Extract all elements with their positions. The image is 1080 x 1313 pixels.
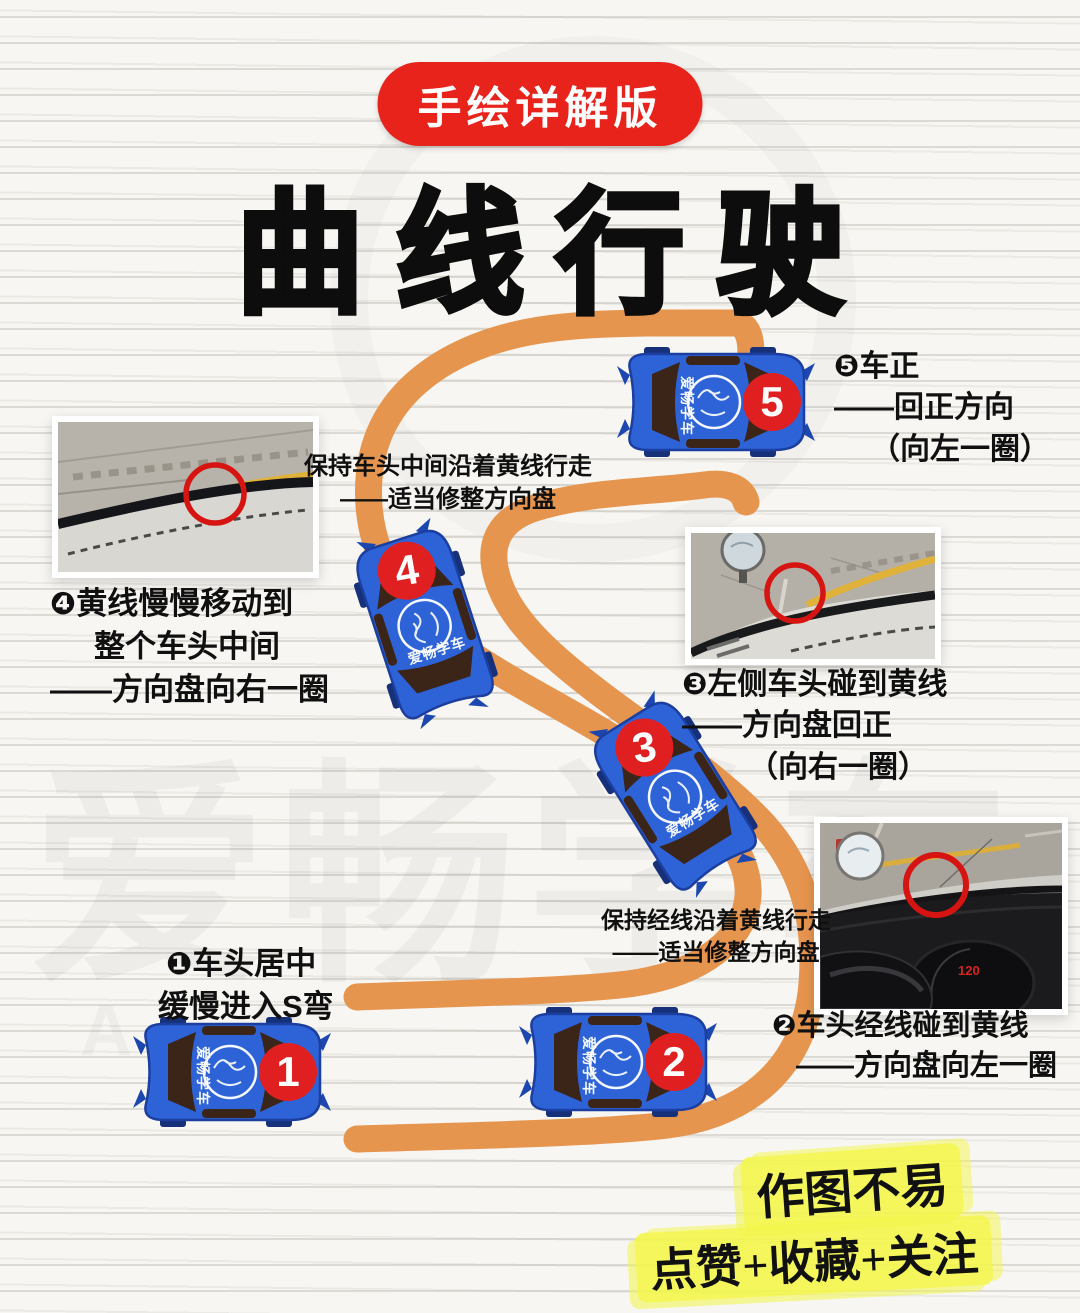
svg-text:爱畅学车: 爱畅学车 [581,1036,597,1096]
note-step5-line1: ❺车正 [834,350,920,383]
svg-text:1: 1 [276,1048,299,1095]
svg-text:爱畅学车: 爱畅学车 [195,1046,211,1106]
note-step1-line1: ❶车头居中 [166,946,317,981]
car-1: 爱畅学车 1 [133,1017,331,1127]
car-5: 爱畅学车 5 [617,347,815,457]
note-tip-top-line1: 保持车头中间沿着黄线行走 [304,453,592,480]
note-step3: ❸左侧车头碰到黄线 ——方向盘回正 （向右一圈） [682,664,947,788]
car-number-badge: 1 [259,1043,317,1101]
version-badge: 手绘详解版 [377,62,703,146]
note-tip-top-line2: ——适当修整方向盘 [340,486,556,514]
note-step5: ❺车正 ——回正方向 （向左一圈） [834,346,1050,470]
note-step4: ❹黄线慢慢移动到 整个车头中间 ——方向盘向右一圈 [50,583,329,711]
svg-text:120: 120 [958,963,980,978]
note-tip-bottom-line2: ——适当修整方向盘 [612,938,820,965]
convex-mirror [720,533,766,573]
car-number-badge: 2 [645,1033,703,1091]
note-tip-top: 保持车头中间沿着黄线行走 ——适当修整方向盘 [298,450,598,516]
note-step5-line3: （向左一圈） [870,432,1050,466]
note-tip-bottom: 保持经线沿着黄线行走 ——适当修整方向盘 [588,905,844,968]
car-number-badge: 5 [743,373,801,431]
svg-text:爱畅学车: 爱畅学车 [679,376,695,436]
svg-text:5: 5 [760,378,783,425]
note-step1: ❶车头居中 缓慢进入S弯 [158,943,334,1029]
note-tip-bottom-line1: 保持经线沿着黄线行走 [601,907,831,933]
note-step4-line3: ——方向盘向右一圈 [50,671,329,707]
car-2: 爱畅学车 2 [519,1007,717,1117]
note-step3-line3: （向右一圈） [748,750,928,784]
convex-mirror [835,831,885,881]
note-step4-line2: 整个车头中间 [94,628,280,664]
note-step3-line2: ——方向盘回正 [682,709,892,743]
note-step2: ❷车头经线碰到黄线 ——方向盘向左一圈 [772,1006,1057,1086]
note-step3-line1: ❸左侧车头碰到黄线 [682,668,948,701]
note-step2-line2: ——方向盘向左一圈 [796,1050,1058,1083]
note-step1-line2: 缓慢进入S弯 [158,988,334,1024]
dashboard-photo-step2: 120 [814,817,1068,1015]
note-step4-line1: ❹黄线慢慢移动到 [50,586,294,621]
note-step5-line2: ——回正方向 [834,391,1014,425]
svg-text:2: 2 [662,1038,685,1085]
page-title: 曲线行驶 [233,178,876,332]
dashboard-photo-step4 [52,416,319,578]
note-step2-line1: ❷车头经线碰到黄线 [772,1010,1029,1042]
dashboard-photo-step3 [685,527,941,665]
